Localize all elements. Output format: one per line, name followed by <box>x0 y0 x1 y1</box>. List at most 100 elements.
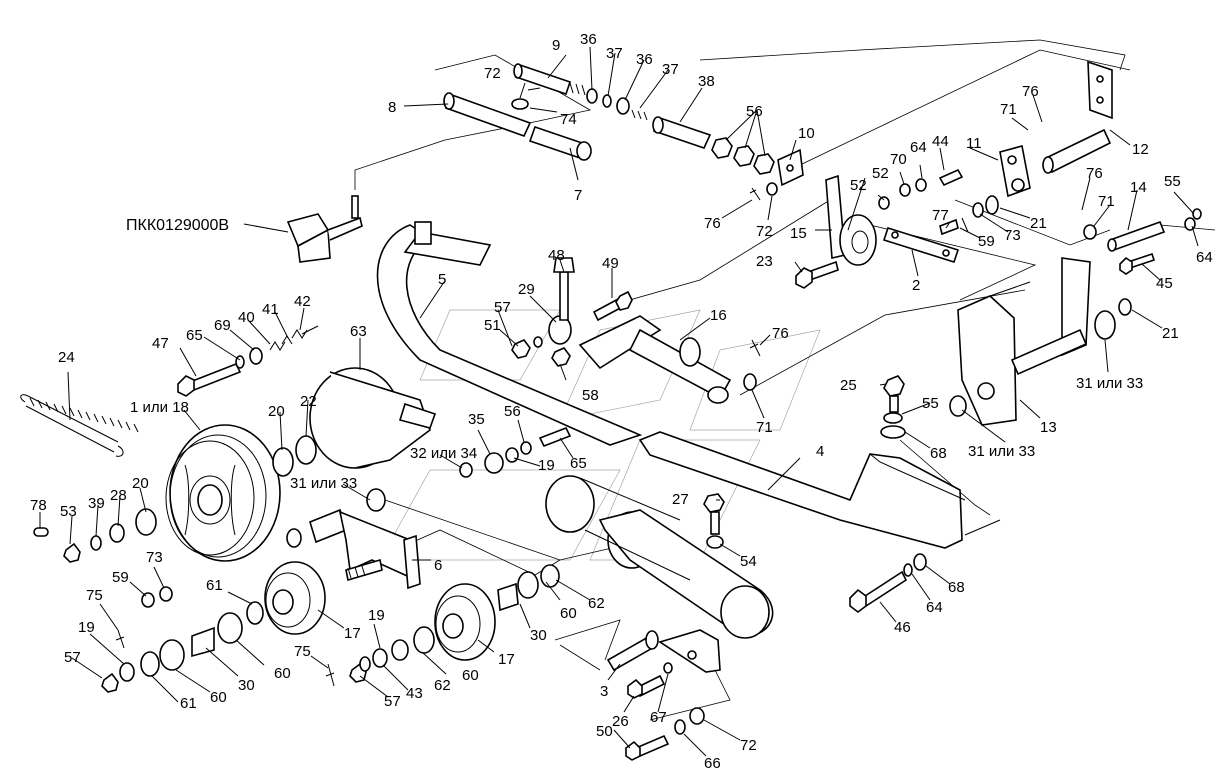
callout-29: 29 <box>518 281 535 298</box>
part-bracket-12 <box>1042 60 1113 174</box>
part-strap-2 <box>882 227 960 263</box>
callout-35: 35 <box>468 411 485 428</box>
part-guard-63 <box>309 367 437 469</box>
part-roller-17b <box>434 583 496 661</box>
callout-52b: 52 <box>872 165 889 182</box>
callout-36a: 36 <box>580 31 597 48</box>
part-belt-5 <box>376 221 643 446</box>
callout-20a: 20 <box>268 403 285 420</box>
callout-21b: 21 <box>1162 325 1179 342</box>
part-small-72-74 <box>511 87 778 201</box>
callout-45: 45 <box>1156 275 1173 292</box>
callout-64c: 64 <box>926 599 943 616</box>
callout-54: 54 <box>740 553 757 570</box>
callout-59a: 59 <box>978 233 995 250</box>
callout-71c: 71 <box>756 419 773 436</box>
part-bushings-right <box>949 298 1132 417</box>
part-stack-left <box>33 523 125 563</box>
callout-32-or-34: 32 или 34 <box>410 445 477 462</box>
part-pulley-1 <box>165 424 281 562</box>
callout-55b: 55 <box>922 395 939 412</box>
part-washers-upper-right <box>878 168 999 236</box>
callout-19b: 19 <box>368 607 385 624</box>
callout-63: 63 <box>350 323 367 340</box>
callout-24: 24 <box>58 349 75 366</box>
callout-17b: 17 <box>498 651 515 668</box>
callout-19c: 19 <box>538 457 555 474</box>
callout-44: 44 <box>932 133 949 150</box>
callout-8: 8 <box>388 99 396 116</box>
callout-60a: 60 <box>560 605 577 622</box>
part-tube-7 <box>528 125 592 161</box>
callout-53: 53 <box>60 503 77 520</box>
part-pin-8 <box>443 92 532 138</box>
part-washers-bottom-left <box>101 601 264 693</box>
callout-57c: 57 <box>384 693 401 710</box>
assembly-code-label: ПКК0129000В <box>126 217 229 234</box>
callout-76d: 76 <box>772 325 789 342</box>
callout-21a: 21 <box>1030 215 1047 232</box>
callout-37a: 37 <box>606 45 623 62</box>
callout-46: 46 <box>894 619 911 636</box>
part-spring-24 <box>20 394 139 457</box>
part-bolt-23 <box>795 260 839 289</box>
callout-71b: 71 <box>1098 193 1115 210</box>
callout-64a: 64 <box>1196 249 1213 266</box>
part-bracket-assembly <box>286 195 363 263</box>
callout-9: 9 <box>552 37 560 54</box>
callout-5: 5 <box>438 271 446 288</box>
callout-56a: 56 <box>746 103 763 120</box>
callout-64b: 64 <box>910 139 927 156</box>
callout-77: 77 <box>932 207 949 224</box>
callout-66: 66 <box>704 755 721 772</box>
part-washers-bottom-center <box>325 626 435 687</box>
callout-26: 26 <box>612 713 629 730</box>
callout-37b: 37 <box>662 61 679 78</box>
part-washers-mid-right <box>497 564 560 612</box>
part-plate-11 <box>999 145 1031 198</box>
callout-49: 49 <box>602 255 619 272</box>
callout-43: 43 <box>406 685 423 702</box>
callout-4: 4 <box>816 443 824 460</box>
callout-31-or-33b: 31 или 33 <box>1076 375 1143 392</box>
callout-68a: 68 <box>930 445 947 462</box>
callout-31-or-33a: 31 или 33 <box>290 475 357 492</box>
part-stack-center-35 <box>459 426 572 478</box>
part-frame-13 <box>957 257 1091 426</box>
callout-28: 28 <box>110 487 127 504</box>
callout-labels: ПКК0129000В 1 или 18 2 3 4 5 6 7 8 9 10 … <box>30 31 1213 772</box>
leader-lines <box>39 46 1199 757</box>
callout-72c: 72 <box>740 737 757 754</box>
callout-62b: 62 <box>434 677 451 694</box>
part-bolt-47-stack <box>177 325 319 397</box>
callout-70: 70 <box>890 151 907 168</box>
callout-30b: 30 <box>238 677 255 694</box>
callout-65b: 65 <box>570 455 587 472</box>
part-nuts-56 <box>711 137 775 175</box>
callout-6: 6 <box>434 557 442 574</box>
callout-2: 2 <box>912 277 920 294</box>
callout-30a: 30 <box>530 627 547 644</box>
callout-67: 67 <box>650 709 667 726</box>
part-plate-10 <box>777 148 804 187</box>
callout-41: 41 <box>262 301 279 318</box>
part-bolt-27 <box>703 493 725 549</box>
callout-39: 39 <box>88 495 105 512</box>
callout-12: 12 <box>1132 141 1149 158</box>
callout-60d: 60 <box>462 667 479 684</box>
callout-73b: 73 <box>146 549 163 566</box>
callout-57a: 57 <box>494 299 511 316</box>
callout-76b: 76 <box>1086 165 1103 182</box>
part-bearings-20-22 <box>135 435 317 536</box>
callout-55a: 55 <box>1164 173 1181 190</box>
part-washers-36-37 <box>586 88 648 121</box>
callout-69: 69 <box>214 317 231 334</box>
callout-76a: 76 <box>1022 83 1039 100</box>
callout-76c: 76 <box>704 215 721 232</box>
part-cylinder-16 <box>578 315 732 404</box>
callout-23: 23 <box>756 253 773 270</box>
callout-60b: 60 <box>274 665 291 682</box>
callout-71a: 71 <box>1000 101 1017 118</box>
callout-58: 58 <box>582 387 599 404</box>
